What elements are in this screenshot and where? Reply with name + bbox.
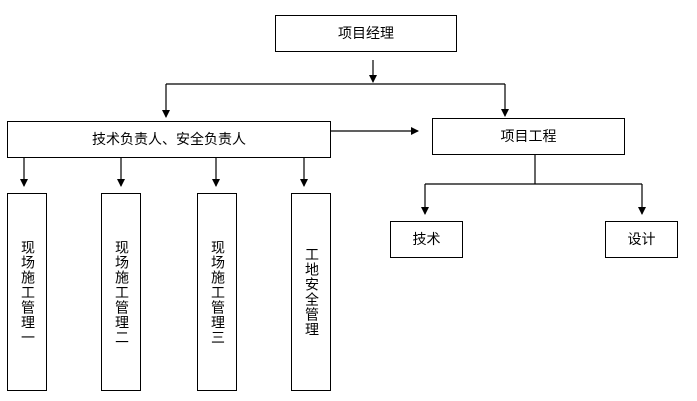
project-engineering-label: 项目工程 <box>500 128 557 145</box>
tech-safety-lead-box: 技术负责人、安全负责人 <box>7 121 331 158</box>
site-management-2-box: 现场施工管理二 <box>101 193 141 391</box>
design-label: 设计 <box>627 231 656 248</box>
project-manager-box: 项目经理 <box>275 15 457 52</box>
site-management-1-label: 现场施工管理一 <box>19 239 35 345</box>
site-safety-management-box: 工地安全管理 <box>291 193 331 391</box>
site-management-3-label: 现场施工管理三 <box>209 239 225 345</box>
design-box: 设计 <box>605 221 678 258</box>
site-management-2-label: 现场施工管理二 <box>113 239 129 345</box>
site-safety-management-label: 工地安全管理 <box>303 247 319 337</box>
site-management-1-box: 现场施工管理一 <box>7 193 47 391</box>
project-manager-label: 项目经理 <box>338 25 394 42</box>
project-engineering-box: 项目工程 <box>432 118 625 155</box>
tech-box: 技术 <box>390 221 463 258</box>
tech-label: 技术 <box>412 231 441 248</box>
tech-safety-lead-label: 技术负责人、安全负责人 <box>92 131 246 148</box>
site-management-3-box: 现场施工管理三 <box>197 193 237 391</box>
